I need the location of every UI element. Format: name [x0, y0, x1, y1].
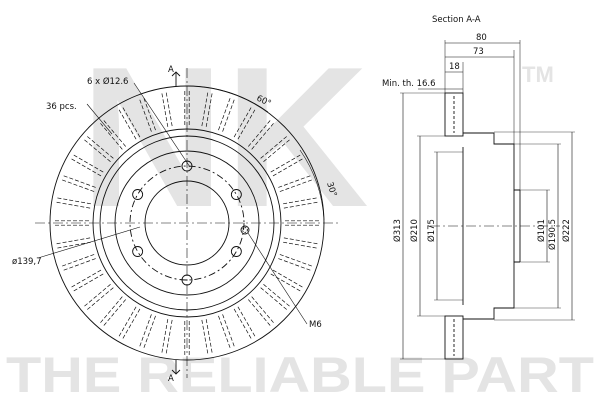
vent-slot	[270, 273, 302, 292]
dim-18-label: 18	[449, 62, 460, 72]
vent-slot	[278, 258, 312, 271]
bolt-hole	[230, 189, 242, 200]
vent-slot	[83, 284, 111, 308]
front-view	[35, 68, 340, 378]
nk-watermark: NK TM THE RELIABLE PART	[6, 26, 594, 403]
angle-30-label: 30°	[324, 181, 338, 198]
dim-210-label: Ø210	[409, 219, 420, 242]
vent-slot	[143, 315, 156, 349]
tagline: THE RELIABLE PART	[6, 347, 594, 400]
friction-ring-top	[444, 92, 464, 137]
dim-73-label: 73	[473, 47, 484, 57]
vent-count-label: 36 pcs.	[46, 102, 77, 112]
bolt-leader	[133, 82, 191, 168]
bolt-hole	[132, 246, 144, 257]
bolt-hole	[230, 246, 242, 257]
thread-label: M6	[309, 320, 322, 330]
trademark-mark: TM	[522, 62, 554, 87]
vent-slot	[122, 308, 141, 340]
vent-slot	[248, 299, 272, 327]
threaded-hole-thread	[242, 227, 248, 233]
dim-101-label: Ø101	[536, 219, 547, 242]
dim-313-label: Ø313	[392, 219, 403, 242]
section-mark-top: A	[168, 65, 174, 75]
vent-slot	[61, 254, 95, 267]
section-title: Section A-A	[432, 15, 481, 25]
vent-slot	[99, 296, 123, 324]
threaded-hole	[240, 225, 250, 235]
dim-175-label: Ø175	[426, 219, 437, 242]
bolt-hole	[132, 189, 144, 200]
vent-slot	[263, 284, 291, 308]
vent-slot	[251, 296, 275, 324]
vent-slot	[237, 306, 256, 338]
vent-slot	[62, 258, 96, 271]
vent-slot	[70, 269, 102, 288]
vent-slot	[72, 273, 104, 292]
vent-slot	[279, 254, 313, 267]
vent-slot	[86, 287, 114, 311]
vent-slot	[118, 306, 137, 338]
vent-slot	[260, 287, 288, 311]
angle-60-arc	[186, 85, 269, 113]
section-mark-bottom: A	[168, 374, 174, 384]
pcd-circle	[129, 165, 245, 281]
bolt-hole-label: 6 x Ø12.6	[87, 76, 128, 87]
dim-222-label: Ø222	[561, 219, 572, 242]
vent-slot	[218, 315, 231, 349]
section-arrow-top	[171, 71, 181, 77]
vent-leader	[86, 103, 113, 135]
pcd-label: ø139,7	[12, 257, 42, 267]
nk-logo: NK	[80, 26, 369, 249]
min-thickness-label: Min. th. 16.6	[382, 79, 436, 89]
pcd-leader	[37, 226, 141, 259]
vent-slot	[102, 299, 126, 327]
vent-slot	[139, 314, 152, 348]
hat-profile-bottom	[463, 261, 520, 320]
thread-leader	[247, 232, 308, 325]
section-view	[400, 40, 575, 360]
section-arrow-bottom	[171, 369, 181, 375]
dim-80-label: 80	[476, 33, 487, 43]
vent-slot	[233, 308, 252, 340]
dim-190-5-label: Ø190.5	[547, 219, 558, 250]
friction-ring-bottom	[444, 315, 464, 360]
angle-30-arc	[299, 149, 325, 221]
vent-slot	[222, 314, 235, 348]
hat-profile-top	[463, 132, 520, 191]
